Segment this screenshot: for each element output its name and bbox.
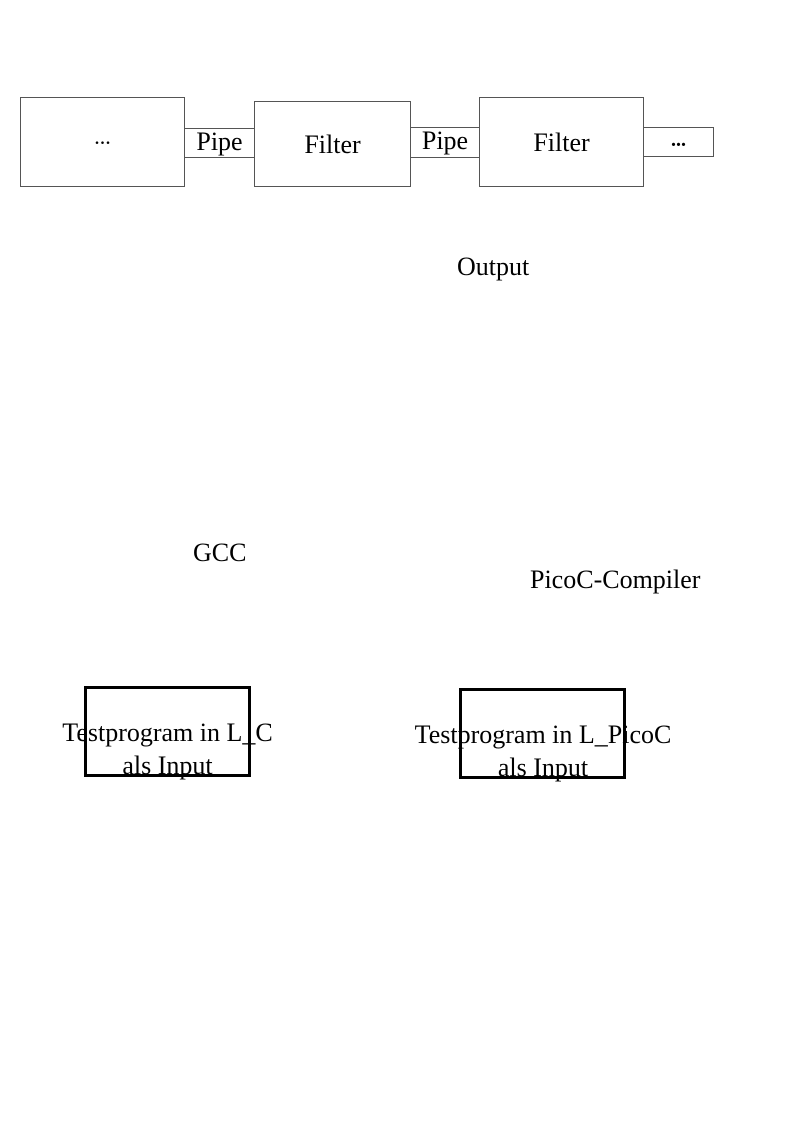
pipe-2-label: Pipe — [421, 126, 469, 155]
pipe-1: Pipe — [184, 128, 255, 158]
filter-1-box: Filter — [254, 101, 411, 187]
pipe-2: Pipe — [410, 127, 480, 158]
testprogram-lpicoc-line2: als Input — [497, 753, 589, 782]
testprogram-lc-text: Testprogram in L_C als Input — [40, 716, 295, 782]
picoc-compiler-label: PicoC-Compiler — [530, 565, 701, 594]
gcc-label: GCC — [193, 538, 247, 567]
testprogram-lpicoc-line1: Testprogram in L_PicoC — [414, 720, 672, 749]
testprogram-lpicoc-text: Testprogram in L_PicoC als Input — [402, 718, 684, 784]
filter-1-label: Filter — [304, 130, 361, 159]
testprogram-lc-line1: Testprogram in L_C — [62, 718, 273, 747]
output-label: Output — [457, 252, 530, 281]
end-ellipsis: ... — [671, 129, 686, 151]
testprogram-lpicoc-box — [459, 688, 626, 779]
testprogram-lc-line2: als Input — [122, 751, 213, 780]
filter-2-box: Filter — [479, 97, 644, 187]
filter-2-label: Filter — [533, 128, 590, 157]
pipeline-end-box: ... — [643, 127, 714, 157]
pipeline-start-box: ... — [20, 97, 185, 187]
start-ellipsis: ... — [94, 124, 111, 149]
testprogram-lc-box — [84, 686, 251, 777]
pipe-1-label: Pipe — [196, 127, 243, 156]
